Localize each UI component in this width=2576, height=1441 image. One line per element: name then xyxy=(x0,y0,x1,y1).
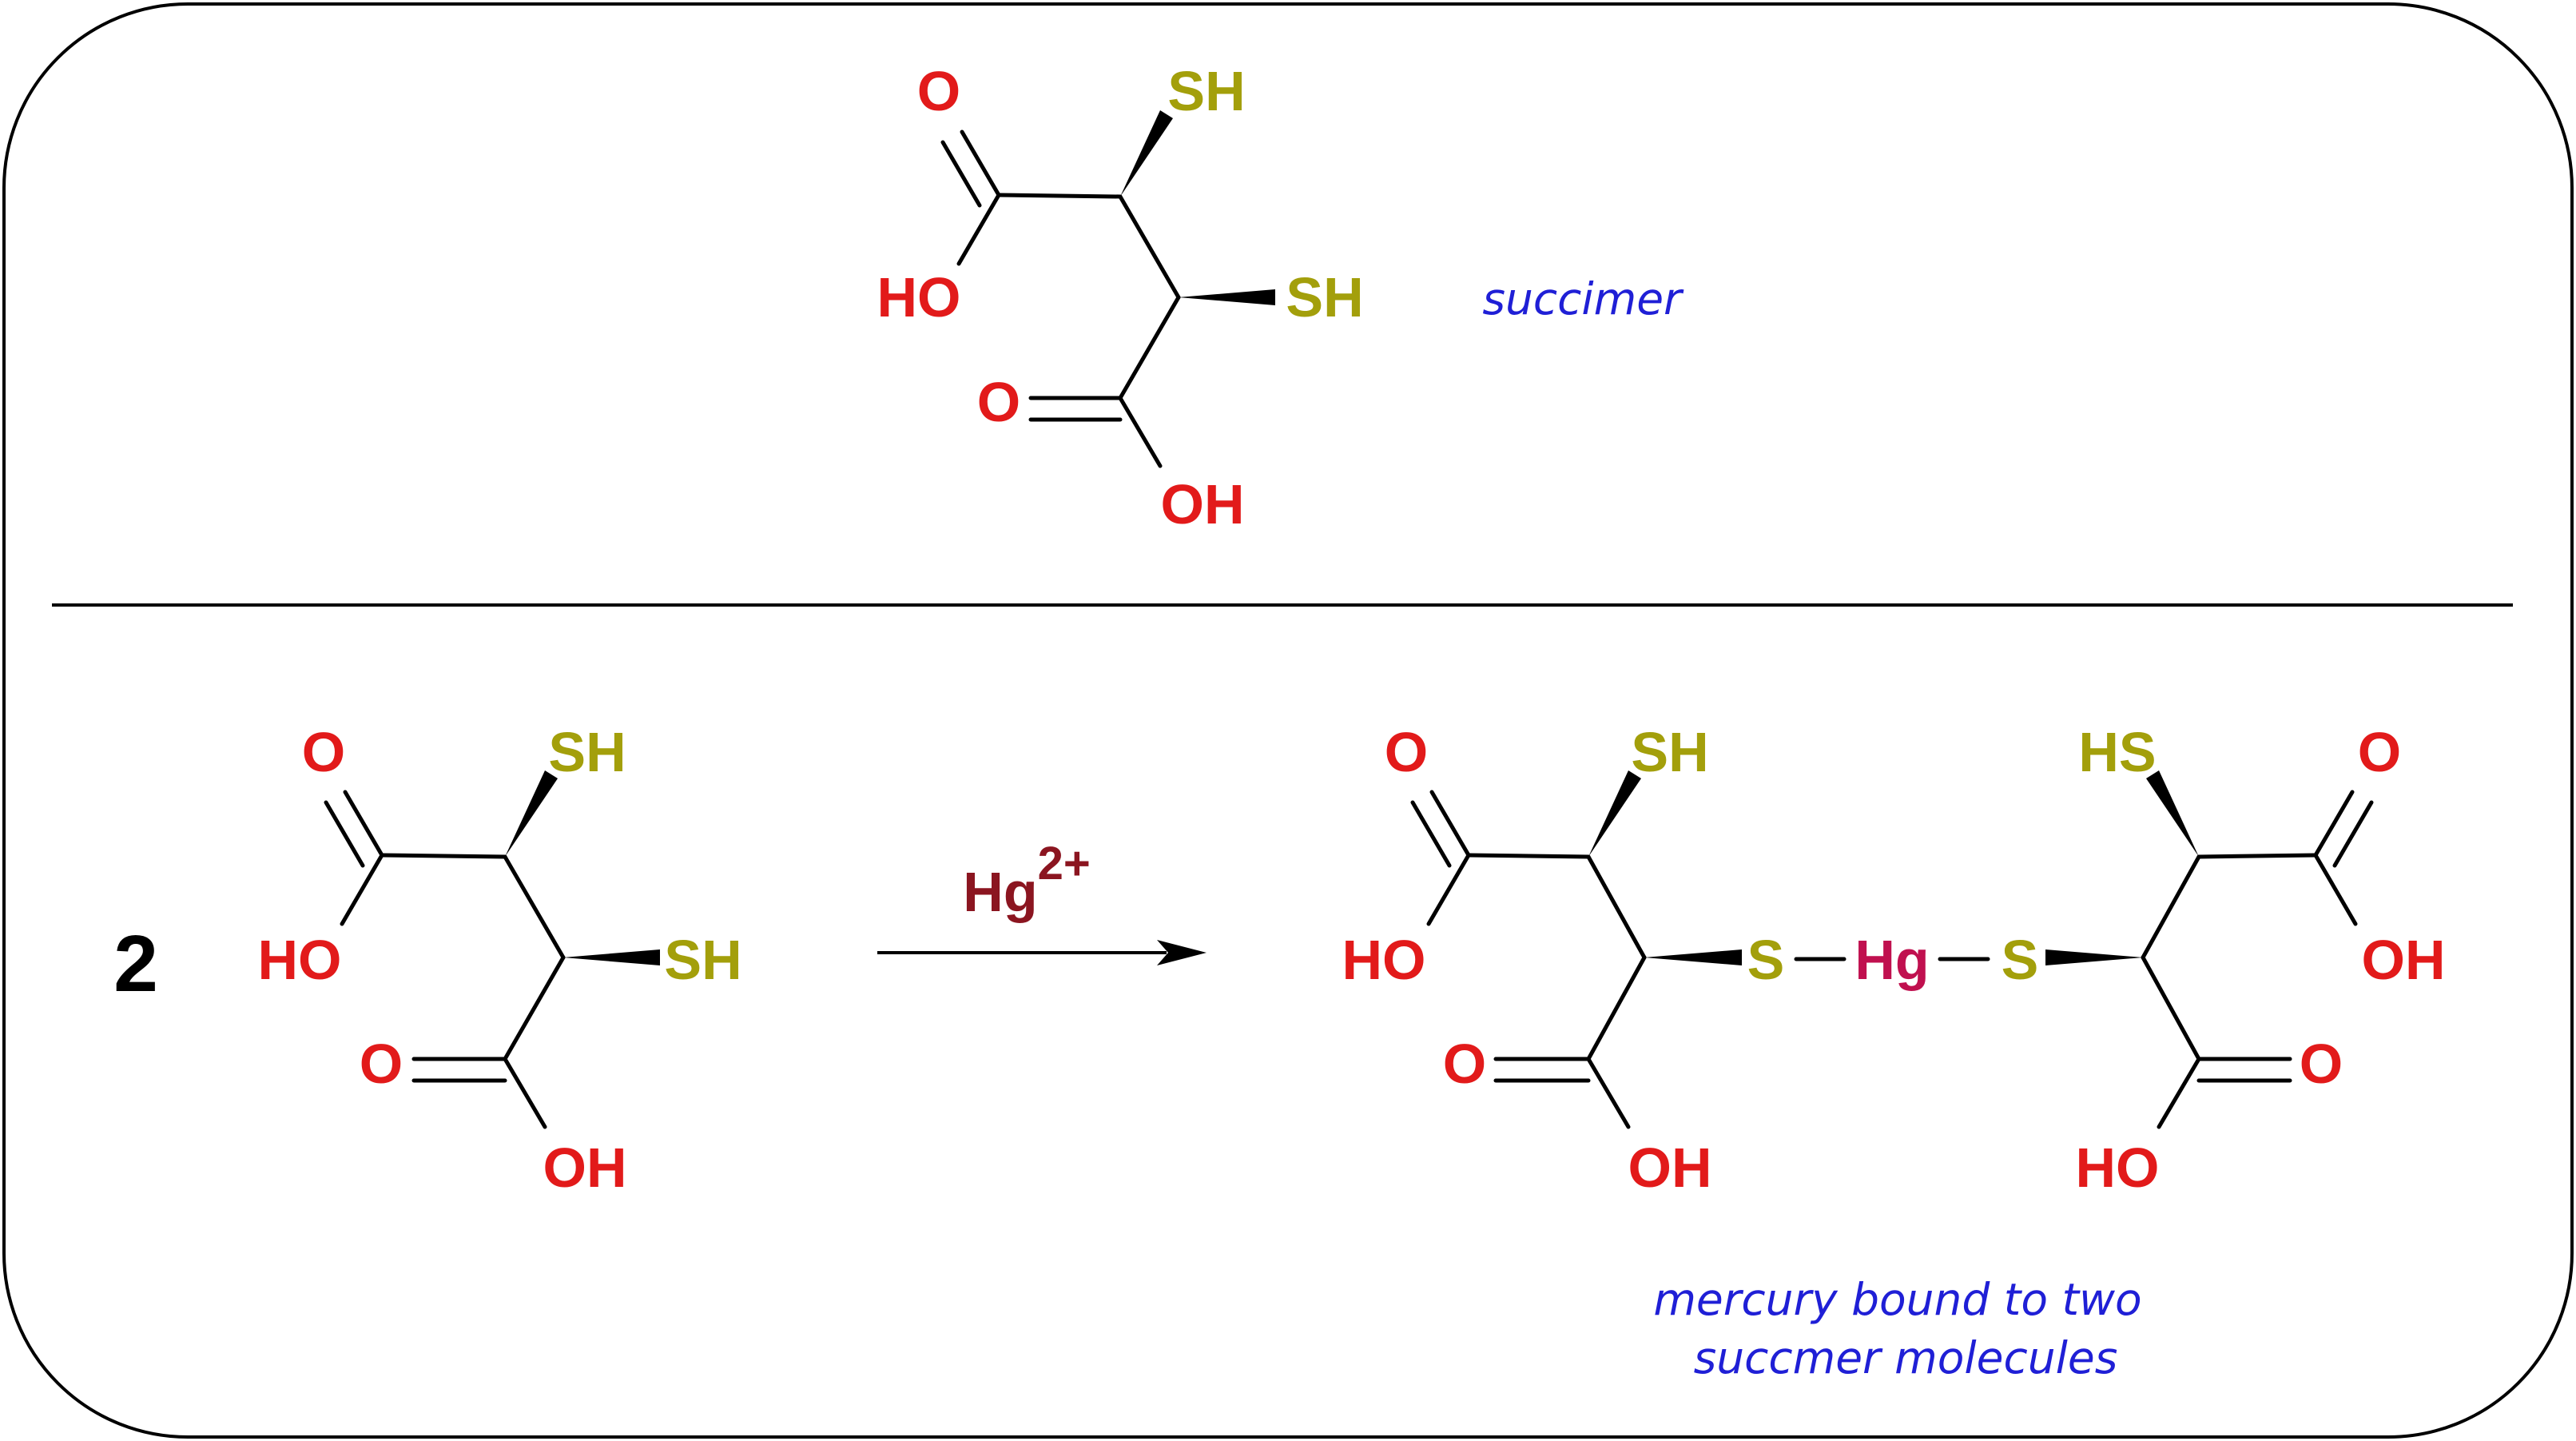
reagent-hg: Hg2+ xyxy=(963,838,1090,923)
product-atom-hg: Hg xyxy=(1854,929,1929,991)
product-caption-line1: mercury bound to two xyxy=(1653,1274,2141,1325)
product-left-atom-o-top: O xyxy=(1385,721,1428,783)
atom-oh-bottom: OH xyxy=(1161,473,1245,535)
product-left-atom-oh-bottom: OH xyxy=(1628,1136,1712,1199)
product-left-atom-ho-left: HO xyxy=(1342,929,1426,991)
product-right-atom-o-top: O xyxy=(2358,721,2401,783)
reactant-atom-ho-left: HO xyxy=(258,929,342,991)
product-right-atom-hs-top: HS xyxy=(2078,721,2156,783)
succimer-caption: succimer xyxy=(1482,273,1684,324)
reaction-arrow xyxy=(877,940,1207,965)
reagent-hg-symbol: Hg xyxy=(963,861,1037,923)
product-right-atom-oh-right: OH xyxy=(2362,929,2446,991)
product-left-atom-o-bottom: O xyxy=(1443,1033,1486,1095)
reactant-atom-sh-top: SH xyxy=(548,721,626,783)
reactant-atom-o-bottom: O xyxy=(360,1033,403,1095)
product-right-atom-o-bottom: O xyxy=(2300,1033,2343,1095)
reactant-atom-sh-right: SH xyxy=(664,929,741,991)
reagent-hg-charge: 2+ xyxy=(1038,838,1091,890)
atom-sh-right: SH xyxy=(1286,266,1363,328)
reactant-structure xyxy=(324,770,660,1129)
product-right-structure xyxy=(2045,770,2374,1129)
product-left-atom-s-link: S xyxy=(1747,929,1785,991)
atom-sh-top: SH xyxy=(1167,60,1245,122)
atom-o-bottom: O xyxy=(977,371,1020,433)
reactant-atom-o-top: O xyxy=(302,721,345,783)
reactant-atom-oh-bottom: OH xyxy=(543,1136,627,1199)
product-right-atom-ho-bottom: HO xyxy=(2076,1136,2160,1199)
product-right-atom-s-link: S xyxy=(2002,929,2039,991)
atom-ho-left: HO xyxy=(877,266,961,328)
stoichiometric-coefficient: 2 xyxy=(113,919,158,1009)
product-left-atom-sh-top: SH xyxy=(1631,721,1708,783)
product-left-structure xyxy=(1410,770,1742,1129)
product-caption-line2: succmer molecules xyxy=(1694,1332,2118,1383)
succimer-structure xyxy=(940,110,1275,468)
atom-o-top: O xyxy=(917,60,960,122)
